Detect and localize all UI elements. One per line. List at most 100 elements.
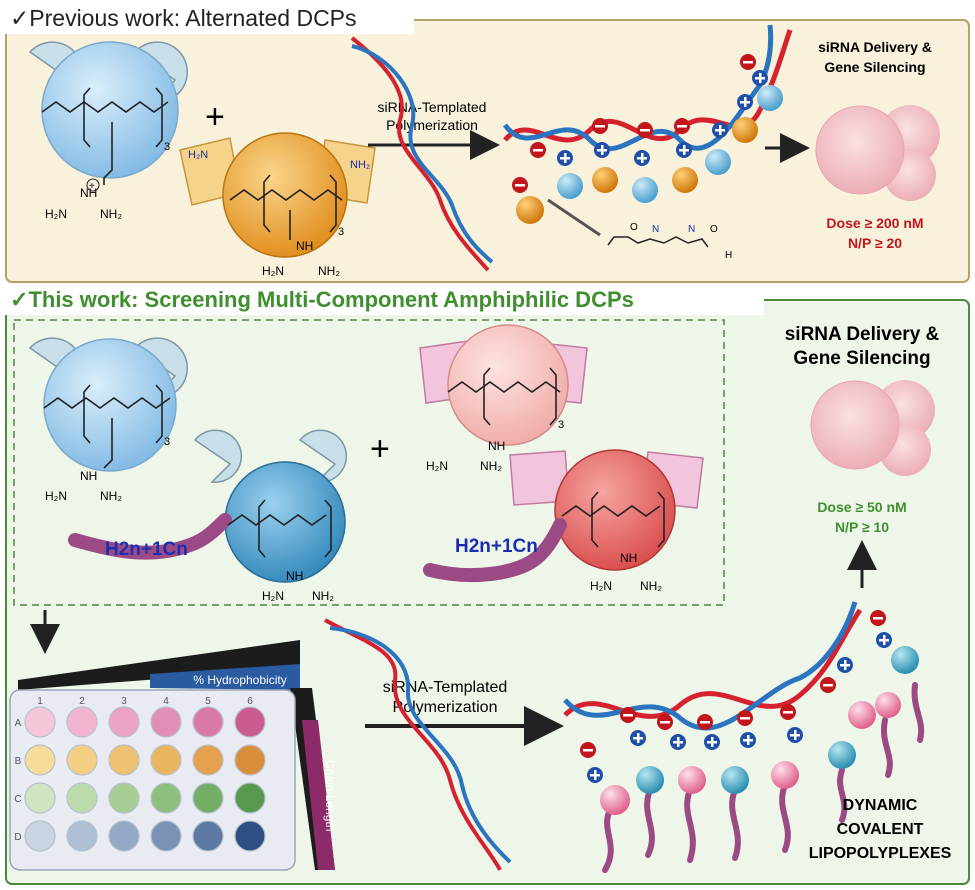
bottom-teal-sphere xyxy=(891,646,919,674)
bottom-lipid-tail xyxy=(602,807,614,873)
top-orange-nh: NH xyxy=(296,239,313,253)
plate-well xyxy=(192,744,224,776)
bottom-red-lipid-monomer: H2n+1Cn NH H₂N NH₂ xyxy=(423,449,704,593)
top-linkage-n2: N xyxy=(688,224,695,235)
top-cell-cluster-icon xyxy=(815,105,940,201)
bottom-lipid-tail xyxy=(729,787,741,861)
bottom-blue-nh2: NH₂ xyxy=(100,489,122,503)
bottom-pink-sphere xyxy=(678,766,706,794)
bottom-minus-glyph xyxy=(823,684,833,687)
plate-well xyxy=(66,706,98,738)
plate-well xyxy=(234,706,266,738)
product-label-line-1: DYNAMIC xyxy=(843,797,918,814)
bottom-blue-subscript: 3 xyxy=(164,436,170,448)
plate-column-label: 2 xyxy=(79,696,85,707)
top-orange-bracket xyxy=(263,174,337,233)
plate-well xyxy=(24,706,56,738)
plate-well xyxy=(66,820,98,852)
bottom-plus-glyph-v xyxy=(637,733,640,743)
bottom-pink-sphere xyxy=(848,701,876,729)
top-polyplex-beads xyxy=(512,54,783,224)
bottom-dose: Dose ≥ 50 nM xyxy=(817,499,906,515)
plate-column-label: 1 xyxy=(37,696,43,707)
bottom-blue-h2n: H₂N xyxy=(45,489,67,503)
bottom-title-check: ✓ xyxy=(10,287,28,312)
hydrophobicity-gradient-bar xyxy=(18,640,300,690)
top-blue-monomer: 3 NH H₂N NH₂ + xyxy=(28,41,189,221)
top-orange-aminooxy: H₂N xyxy=(188,149,208,161)
bottom-pink-subscript: 3 xyxy=(558,419,564,431)
plate-well xyxy=(192,706,224,738)
bottom-pink-bracket xyxy=(483,367,557,426)
plate-well xyxy=(24,820,56,852)
bottom-blue-backbone xyxy=(43,397,171,409)
bottom-teal-backbone xyxy=(227,514,327,526)
top-blue-subscript: 3 xyxy=(164,141,170,153)
bottom-arrow-label-1: siRNA-Templated xyxy=(383,679,507,696)
bottom-pink-sphere xyxy=(875,692,901,718)
bottom-title-bg xyxy=(4,283,764,315)
bottom-plus-glyph-v xyxy=(794,730,797,740)
plate-well xyxy=(108,744,140,776)
plate-well xyxy=(234,820,266,852)
bottom-complex-sirna-strand-2 xyxy=(563,601,858,731)
top-plus-glyph-v xyxy=(683,145,686,155)
bottom-teal-pacman-left xyxy=(193,429,243,483)
bottom-lipid-tail xyxy=(837,767,848,823)
plate-row-label: B xyxy=(15,756,22,767)
bottom-pink-backbone xyxy=(447,381,561,393)
top-orange-sphere xyxy=(672,167,698,193)
bottom-minus-glyph xyxy=(740,717,750,720)
bottom-teal-alkyl-label: H2n+1Cn xyxy=(105,539,188,560)
top-orange-hydrazide: NH₂ xyxy=(350,159,370,171)
top-cell-main xyxy=(815,105,905,195)
top-arrow-label-1: siRNA-Templated xyxy=(378,99,487,115)
chain-length-gradient-purple xyxy=(302,720,335,870)
bottom-free-sirna-strand-1 xyxy=(324,618,502,871)
bottom-blue-nh: NH xyxy=(80,469,97,483)
plate-well xyxy=(234,744,266,776)
top-blue-plus-charge xyxy=(86,178,100,192)
bottom-arrow-label-2: Polymerization xyxy=(393,699,498,716)
bottom-free-sirna-strand-2 xyxy=(329,626,512,864)
bottom-lipid-tail xyxy=(911,682,925,743)
top-blue-sphere xyxy=(557,173,583,199)
plate-column-label: 5 xyxy=(205,696,211,707)
top-plus-glyph-v xyxy=(564,153,567,163)
top-linkage-h: H xyxy=(725,250,732,261)
bottom-pink-monomer: 3 NH H₂N NH₂ xyxy=(419,324,588,473)
bottom-blue-sidechain xyxy=(103,418,113,469)
plate-row-label: D xyxy=(14,832,21,843)
top-zoom-pointer xyxy=(547,198,601,237)
bottom-lipid-tail xyxy=(881,717,893,778)
bottom-pink-bead xyxy=(447,324,569,446)
bottom-minus-glyph xyxy=(623,714,633,717)
top-blue-sphere xyxy=(632,177,658,203)
bottom-lipid-tail xyxy=(644,787,655,858)
top-linkage-o2: O xyxy=(710,224,718,235)
top-orange-monomer: 3 NH H₂N NH₂ H₂N NH₂ xyxy=(179,132,376,278)
plate-column-label: 4 xyxy=(163,696,169,707)
plate-well xyxy=(234,782,266,814)
top-minus-glyph xyxy=(640,129,650,132)
bottom-teal-sphere xyxy=(721,766,749,794)
top-orange-sphere xyxy=(732,117,758,143)
plate-well xyxy=(108,706,140,738)
bottom-minus-glyph xyxy=(783,711,793,714)
bottom-red-lipid-tail xyxy=(423,518,567,582)
bottom-lipid-tail xyxy=(779,782,791,853)
bottom-np: N/P ≥ 10 xyxy=(835,519,889,535)
top-hydrazone-linkage xyxy=(607,236,709,248)
top-minus-glyph xyxy=(743,61,753,64)
top-free-sirna-strand-2 xyxy=(351,44,494,264)
top-plus-sign: + xyxy=(205,98,225,136)
bottom-minus-glyph xyxy=(873,617,883,620)
bottom-pink-sphere xyxy=(771,761,799,789)
bottom-pink-sphere xyxy=(600,785,630,815)
plate-well xyxy=(150,706,182,738)
bottom-teal-lipid-tail xyxy=(68,513,232,560)
top-blue-bead xyxy=(41,41,179,179)
plate-well xyxy=(24,782,56,814)
top-plus-glyph-v xyxy=(759,73,762,83)
bottom-pink-nh: NH xyxy=(488,439,505,453)
